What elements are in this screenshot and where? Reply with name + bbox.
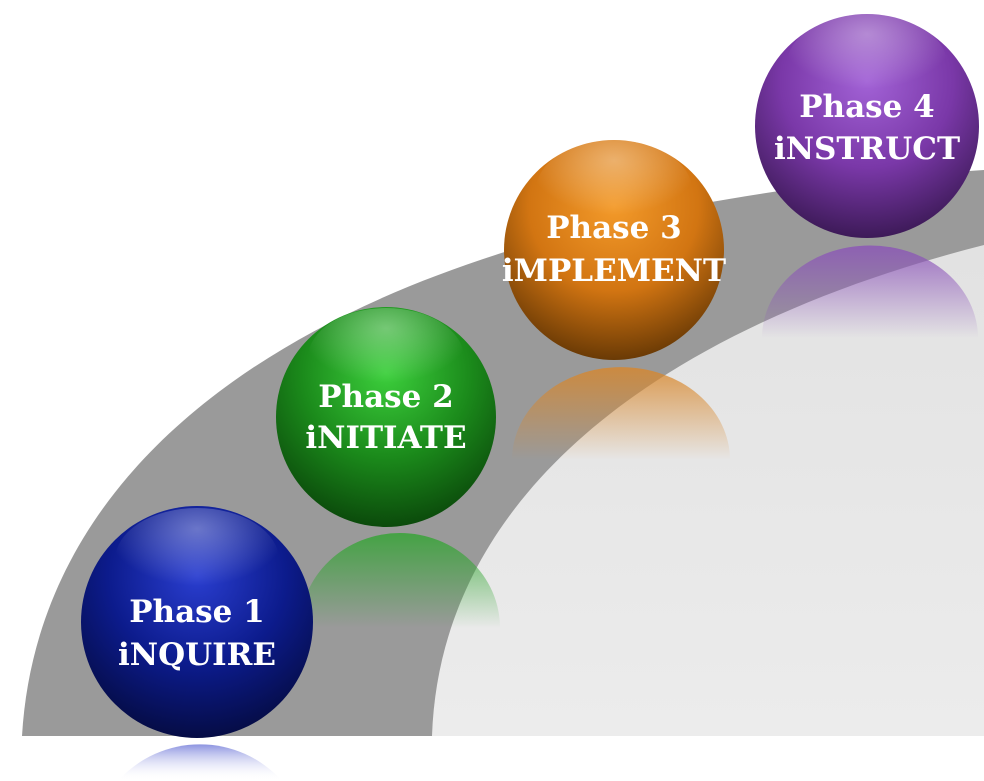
phase-4-name: iNSTRUCT (774, 131, 960, 167)
phase-2-title: Phase 2 (318, 379, 453, 415)
phase-4-title: Phase 4 (799, 89, 934, 125)
reflection-phase-1 (118, 744, 282, 781)
phase-3-title: Phase 3 (546, 210, 681, 246)
phase-4-sphere[interactable]: Phase 4 iNSTRUCT (755, 14, 979, 238)
phase-1-name: iNQUIRE (118, 637, 276, 673)
reflection-phase-3 (512, 367, 730, 460)
phase-3-sphere[interactable]: Phase 3 iMPLEMENT (502, 140, 726, 360)
phase-2-name: iNITIATE (305, 420, 466, 456)
phase-2-sphere[interactable]: Phase 2 iNITIATE (276, 307, 496, 527)
phase-1-sphere[interactable]: Phase 1 iNQUIRE (81, 506, 313, 738)
reflections (118, 245, 978, 781)
phase-1-title: Phase 1 (129, 594, 264, 630)
phase-3-name: iMPLEMENT (502, 253, 726, 289)
reflection-phase-4 (762, 245, 978, 338)
arc-inner-area (432, 245, 984, 736)
reflection-phase-2 (300, 533, 500, 628)
